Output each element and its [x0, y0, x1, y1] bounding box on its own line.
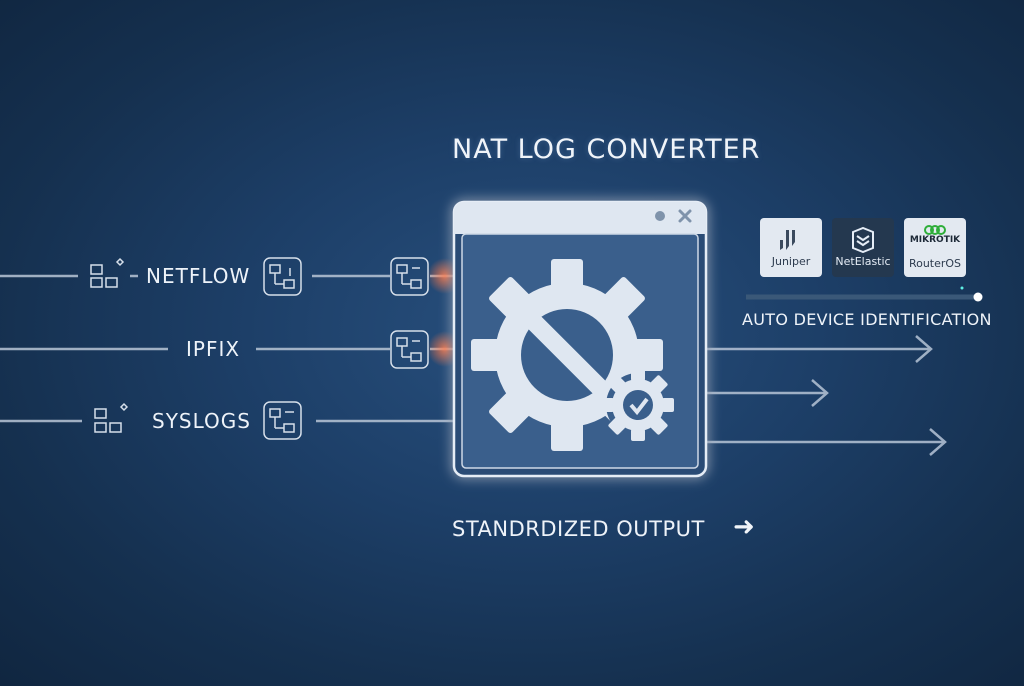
- dot-icon: [655, 211, 665, 221]
- flow-box-icon-ipfix: [390, 330, 429, 369]
- mikrotik-logo: MIKROTIK: [910, 225, 960, 255]
- page-title: NAT LOG CONVERTER: [452, 134, 761, 165]
- juniper-logo: [777, 227, 805, 253]
- flow-box-icon-syslogs: [263, 401, 302, 440]
- vendor-name-juniper: Juniper: [771, 255, 811, 268]
- input-label-netflow: NETFLOW: [146, 264, 251, 288]
- auto-identification-label: AUTO DEVICE IDENTIFICATION: [742, 310, 992, 329]
- flow-icon-syslogs-left: [94, 402, 129, 433]
- netelastic-logo: [849, 227, 877, 253]
- input-label-syslogs: SYSLOGS: [152, 409, 251, 433]
- vendor-name-mikrotik: MIKROTIK: [909, 235, 961, 245]
- vendor-tile-netelastic: NetElastic: [832, 218, 894, 277]
- vendor-tile-mikrotik: MIKROTIK RouterOS: [904, 218, 966, 277]
- flow-box-icon-netflow: [263, 257, 302, 296]
- close-icon: [678, 209, 692, 223]
- vendor-name-netelastic: NetElastic: [835, 255, 891, 268]
- flow-icon-netflow-left: [90, 257, 125, 288]
- vendor-tile-juniper: Juniper: [760, 218, 822, 277]
- gear-with-no-sign-icon: [471, 259, 674, 451]
- vendor-subname-mikrotik: RouterOS: [908, 257, 962, 270]
- arrow-right-icon: ➜: [733, 512, 755, 542]
- flow-box-icon-netflow-2: [390, 257, 429, 296]
- input-label-ipfix: IPFIX: [186, 337, 241, 361]
- output-label: STANDRDIZED OUTPUT: [452, 517, 705, 541]
